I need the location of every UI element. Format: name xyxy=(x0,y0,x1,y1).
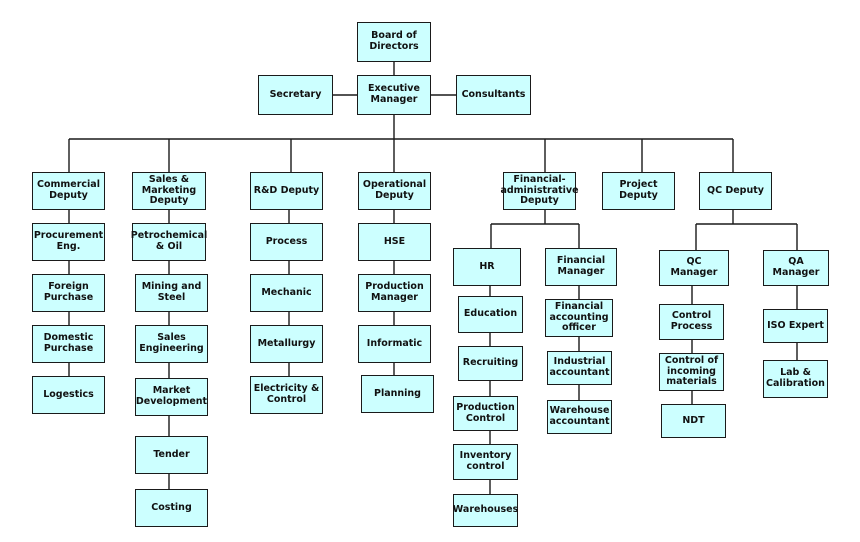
node-rnd-deputy: R&D Deputy xyxy=(250,172,323,210)
node-domestic-purchase: Domestic Purchase xyxy=(32,325,105,363)
node-logestics: Logestics xyxy=(32,376,105,414)
node-procurement-eng: Procurement Eng. xyxy=(32,223,105,261)
node-sales-marketing-deputy: Sales & Marketing Deputy xyxy=(132,172,206,210)
node-tender: Tender xyxy=(135,436,208,474)
node-secretary: Secretary xyxy=(258,75,333,115)
node-qa-manager: QA Manager xyxy=(763,250,829,286)
node-industrial-accountant: Industrial accountant xyxy=(547,351,612,385)
node-control-incoming-materials: Control of incoming materials xyxy=(659,353,724,391)
node-qc-manager: QC Manager xyxy=(659,250,729,286)
node-consultants: Consultants xyxy=(456,75,531,115)
node-costing: Costing xyxy=(135,489,208,527)
node-operational-deputy: Operational Deputy xyxy=(358,172,431,210)
node-inventory-control: Inventory control xyxy=(453,444,518,480)
node-board-of-directors: Board of Directors xyxy=(357,22,431,62)
node-planning: Planning xyxy=(361,375,434,413)
node-iso-expert: ISO Expert xyxy=(763,309,828,343)
node-qc-deputy: QC Deputy xyxy=(699,172,772,210)
node-warehouse-accountant: Warehouse accountant xyxy=(547,400,612,434)
node-recruiting: Recruiting xyxy=(458,346,523,381)
node-project-deputy: Project Deputy xyxy=(602,172,675,210)
node-mechanic: Mechanic xyxy=(250,274,323,312)
node-production-manager: Production Manager xyxy=(358,274,431,312)
node-hr: HR xyxy=(453,248,521,286)
node-production-control: Production Control xyxy=(453,396,518,431)
node-process: Process xyxy=(250,223,323,261)
node-commercial-deputy: Commercial Deputy xyxy=(32,172,105,210)
node-petrochemical-oil: Petrochemical & Oil xyxy=(131,223,207,261)
node-lab-calibration: Lab & Calibration xyxy=(763,360,828,398)
node-financial-accounting-officer: Financial accounting officer xyxy=(545,299,613,337)
node-financial-administrative-deputy: Financial- administrative Deputy xyxy=(500,172,579,210)
node-ndt: NDT xyxy=(661,404,726,438)
node-informatic: Informatic xyxy=(358,325,431,363)
node-market-development: Market Development xyxy=(135,378,208,416)
node-sales-engineering: Sales Engineering xyxy=(135,325,208,363)
node-control-process: Control Process xyxy=(659,304,724,340)
node-executive-manager: Executive Manager xyxy=(357,75,431,115)
node-foreign-purchase: Foreign Purchase xyxy=(32,274,105,312)
node-education: Education xyxy=(458,296,523,333)
node-hse: HSE xyxy=(358,223,431,261)
node-mining-steel: Mining and Steel xyxy=(135,274,208,312)
node-financial-manager: Financial Manager xyxy=(545,248,617,286)
node-metallurgy: Metallurgy xyxy=(250,325,323,363)
node-electricity-control: Electricity & Control xyxy=(250,376,323,414)
node-warehouses: Warehouses xyxy=(453,494,518,527)
